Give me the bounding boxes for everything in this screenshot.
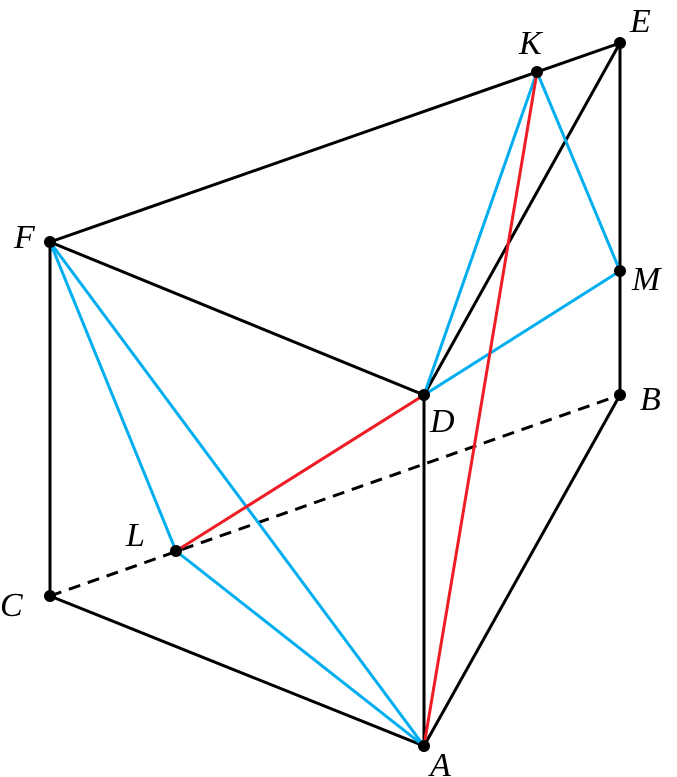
blue-segments: [48, 71, 622, 748]
point-E: [614, 37, 626, 49]
label-E: E: [629, 3, 651, 40]
segment-KA: [422, 71, 539, 747]
point-D: [418, 389, 430, 401]
red-segments: [175, 71, 539, 747]
point-B: [614, 389, 626, 401]
label-K: K: [518, 25, 544, 62]
segment-DM: [423, 269, 621, 397]
label-M: M: [631, 261, 662, 298]
point-A: [418, 740, 430, 752]
point-labels: E K F M B D L C A: [0, 3, 662, 777]
label-B: B: [640, 381, 661, 418]
edge-DE: [422, 42, 622, 396]
label-D: D: [429, 403, 455, 440]
point-L: [170, 545, 182, 557]
point-M: [614, 265, 626, 277]
label-F: F: [13, 219, 36, 256]
edge-CA: [49, 594, 425, 748]
point-F: [44, 236, 56, 248]
edge-AB: [422, 394, 622, 747]
point-K: [531, 66, 543, 78]
label-A: A: [428, 747, 451, 777]
segment-FL: [48, 241, 178, 552]
segment-KM: [535, 71, 622, 272]
vertices: [44, 37, 626, 752]
segment-DK: [422, 71, 539, 396]
segment-LD: [175, 393, 425, 553]
label-C: C: [0, 587, 23, 624]
segment-LA: [175, 549, 425, 748]
point-C: [44, 590, 56, 602]
segment-FA: [48, 241, 426, 747]
solid-edges: [48, 41, 622, 748]
edge-FD: [49, 240, 425, 397]
label-L: L: [125, 517, 145, 554]
edge-FE: [49, 41, 621, 244]
hidden-edge-CB: [49, 393, 621, 598]
